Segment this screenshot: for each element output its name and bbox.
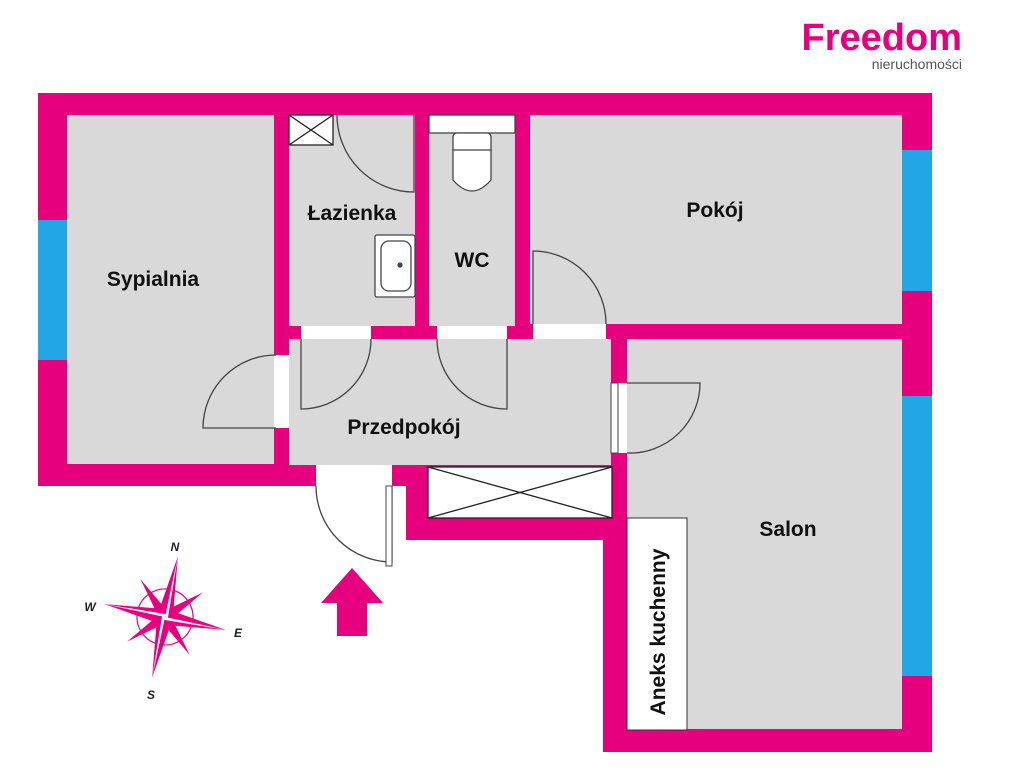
window-pokoj <box>902 150 932 291</box>
sink-icon <box>374 234 416 298</box>
logo-title: Freedom <box>802 17 962 59</box>
door-shower <box>336 114 415 193</box>
door-lazienka <box>300 338 372 410</box>
label-pokoj: Pokój <box>686 199 743 222</box>
door-swings <box>202 114 701 567</box>
compass-rose-icon <box>104 556 226 678</box>
door-pokoj <box>532 250 607 325</box>
floor-pokoj <box>530 115 902 324</box>
toilet-icon <box>428 114 516 192</box>
logo-tagline: nieruchomości <box>872 56 962 72</box>
compass-west: W <box>84 600 97 614</box>
label-aneks-kuchenny: Aneks kuchenny <box>647 548 670 715</box>
room-labels: Sypialnia Łazienka WC Pokój Przedpokój S… <box>107 199 817 715</box>
compass-letters: N E S W <box>84 540 243 702</box>
door-wc <box>436 338 508 410</box>
floors <box>67 115 902 731</box>
windows <box>38 150 932 676</box>
label-salon: Salon <box>759 518 816 541</box>
label-sypialnia: Sypialnia <box>107 268 200 291</box>
entrance-arrow-icon <box>321 568 383 636</box>
compass-north: N <box>171 540 180 554</box>
compass-south: S <box>147 688 155 702</box>
window-salon <box>902 396 932 676</box>
door-salon <box>626 382 701 454</box>
window-sypialnia <box>38 220 67 360</box>
label-lazienka: Łazienka <box>308 202 397 225</box>
aneks-counter <box>627 518 687 730</box>
door-entrance <box>315 485 393 563</box>
compass-east: E <box>234 626 243 640</box>
label-wc: WC <box>455 249 490 272</box>
ventilation-shafts <box>288 114 613 519</box>
freedom-logo: Freedom nieruchomości <box>802 17 962 72</box>
label-przedpokoj: Przedpokój <box>347 416 460 439</box>
door-sypialnia <box>202 354 277 429</box>
floor-przedpokoj <box>289 339 611 465</box>
floor-sypialnia <box>67 115 274 464</box>
